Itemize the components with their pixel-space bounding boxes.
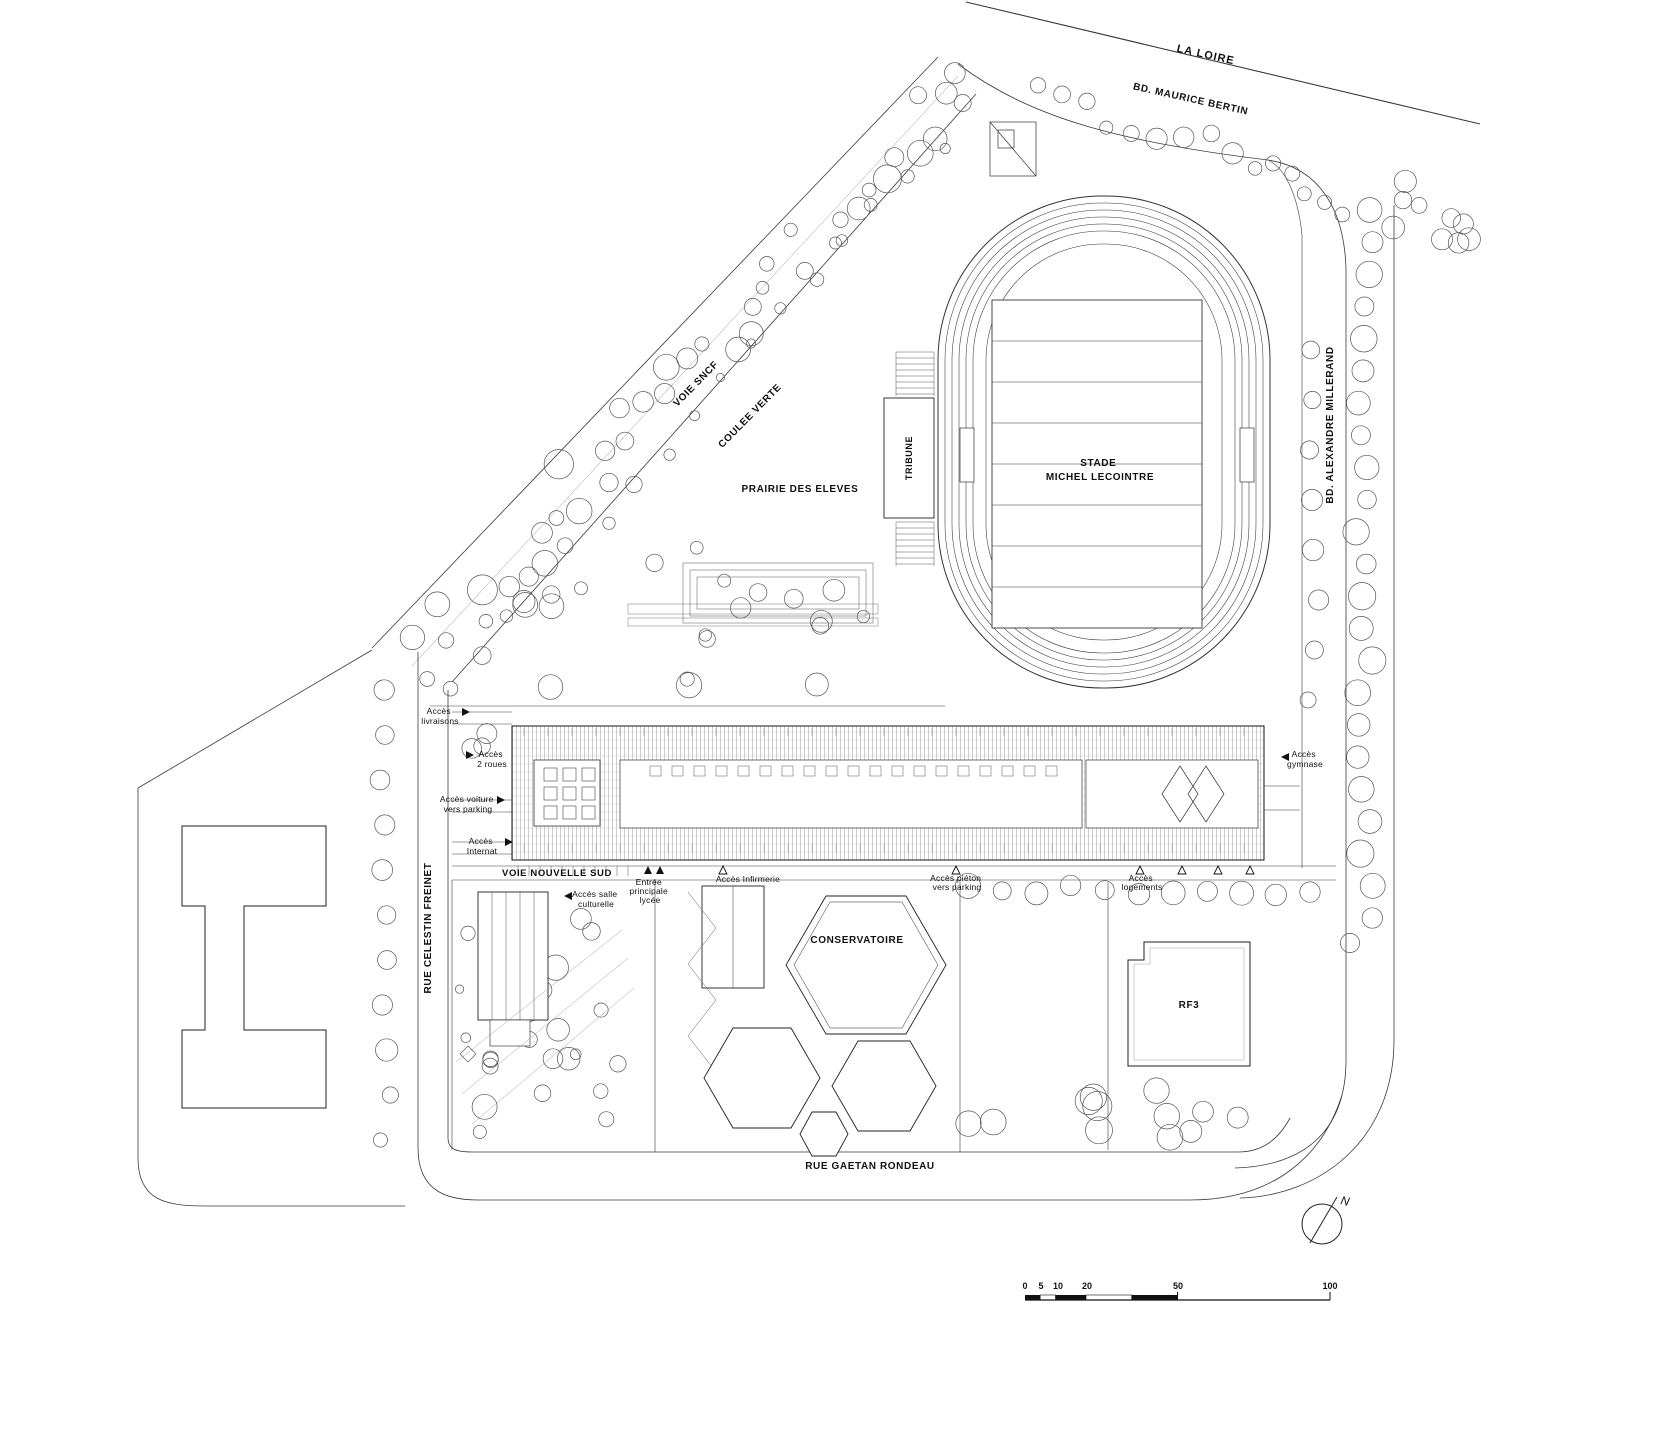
scale-20: 20: [1082, 1281, 1092, 1291]
label-la-loire: LA LOIRE: [1176, 43, 1236, 67]
arrow-pieton: [951, 864, 961, 875]
tribune-steps: [895, 351, 935, 566]
la-loire-line: [965, 1, 1481, 125]
conservatoire-hex-inner: [793, 901, 939, 1029]
label-acces-pieton: Accès piéton vers parking: [930, 873, 984, 892]
fountain: [459, 1045, 477, 1063]
stadium-field: [959, 299, 1255, 629]
label-acces-internat: Accès Internat: [467, 836, 498, 856]
walkway-truss: [687, 891, 717, 1073]
track-box-east: [1239, 427, 1255, 483]
arrow-extra-3: [1245, 864, 1255, 875]
left-block-building: [181, 825, 327, 1109]
gymnase-block: [1085, 759, 1259, 829]
label-prairie-des-eleves: PRAIRIE DES ELEVES: [742, 484, 859, 495]
label-entree-principale: Entrée principale lycée: [630, 877, 671, 905]
arrow-extra-2: [1213, 864, 1223, 875]
north-arrow: N: [1301, 1193, 1351, 1245]
arrow-entree-1: [644, 866, 652, 874]
north-letter: N: [1339, 1193, 1351, 1209]
arrow-infirmerie: [718, 864, 728, 875]
lycee-left-grid: [543, 767, 596, 820]
label-acces-livraisons: Accès livraisons: [421, 706, 458, 726]
arrow-livraisons: [462, 708, 470, 716]
arrow-voiture: [497, 796, 505, 804]
field-lines: [992, 340, 1202, 588]
label-rue-gaetan-rondeau: RUE GAETAN RONDEAU: [805, 1161, 935, 1172]
label-stade: STADE MICHEL LECOINTRE: [1046, 458, 1154, 483]
courtyard-squares: [649, 765, 1058, 777]
stadium-entrance-building: [989, 121, 1037, 177]
label-bd-alexandre-millerand: BD. ALEXANDRE MILLERAND: [1325, 346, 1336, 503]
access-arrows: [462, 708, 1289, 900]
arrow-2roues: [466, 751, 474, 759]
label-rue-celestin-freinet: RUE CELESTIN FREINET: [423, 863, 434, 994]
conservatoire-hex-4: [799, 1111, 849, 1157]
scale-5: 5: [1038, 1281, 1043, 1291]
lycee-left-block: [533, 759, 601, 827]
building-ticks: [517, 728, 1245, 876]
label-voie-nouvelle-sud: VOIE NOUVELLE SUD: [502, 868, 612, 879]
label-acces-salle-culturelle: Accès salle culturelle: [572, 889, 620, 909]
label-acces-logements: Accès logements: [1121, 873, 1162, 892]
label-acces-infirmerie: Accès Infirmerie: [716, 874, 780, 884]
arrow-salle-culturelle: [564, 892, 572, 900]
label-conservatoire: CONSERVATOIRE: [810, 935, 903, 946]
label-acces-2roues: Accès 2 roues: [477, 749, 507, 769]
roads-layer: [137, 1, 1481, 1207]
tribune-building: [883, 351, 935, 566]
label-coulee-verte: COULEE VERTE: [717, 382, 784, 450]
gym-diamond-1: [1161, 765, 1199, 823]
garden-paths: [455, 929, 635, 1125]
scale-100: 100: [1322, 1281, 1337, 1291]
label-bd-maurice-bertin: BD. MAURICE BERTIN: [1132, 81, 1249, 117]
conservatoire-hex-2: [703, 1027, 821, 1129]
label-tribune: TRIBUNE: [904, 436, 914, 480]
conservatoire-building: [703, 895, 947, 1157]
arrow-gymnase: [1281, 753, 1289, 761]
gym-diamond-2: [1187, 765, 1225, 823]
scale-bar: 0 5 10 20 50 100: [1022, 1281, 1338, 1301]
label-stade-line1: STADE: [1080, 458, 1116, 469]
arrow-logements: [1135, 864, 1145, 875]
scale-numbers: 0 5 10 20 50 100: [1022, 1281, 1337, 1291]
label-acces-voiture: Accès voiture vers parking: [440, 794, 496, 814]
scale-50: 50: [1173, 1281, 1183, 1291]
terraces: [627, 562, 879, 627]
scale-10: 10: [1053, 1281, 1063, 1291]
rf3-building: [1127, 941, 1251, 1067]
salle-culturelle-building: [477, 891, 549, 1047]
arrow-extra-1: [1177, 864, 1187, 875]
conservatoire-hex-main: [785, 895, 947, 1035]
lycee-courtyard: [619, 759, 1083, 829]
lycee-building: [511, 725, 1265, 876]
arrow-entree-2: [656, 866, 664, 874]
label-acces-gymnase: Accès gymnase: [1287, 749, 1323, 769]
infirmerie-building: [701, 885, 765, 989]
arrow-internat: [505, 838, 513, 846]
track-box-west: [959, 427, 975, 483]
label-rf3: RF3: [1179, 1000, 1200, 1011]
scale-0: 0: [1022, 1281, 1027, 1291]
conservatoire-hex-3: [831, 1040, 937, 1132]
label-stade-line2: MICHEL LECOINTRE: [1046, 472, 1154, 483]
